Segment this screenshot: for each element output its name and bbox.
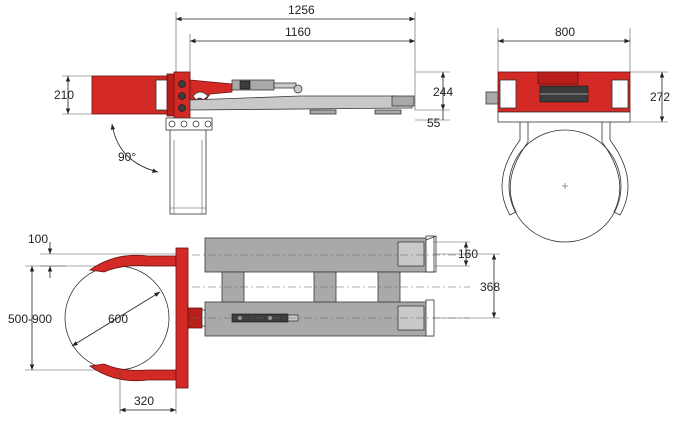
dim-500-900: 500-900 [8, 312, 52, 326]
fork-tip-upper [425, 235, 435, 273]
rotation-arc [110, 123, 159, 173]
front-view: 800 272 [485, 25, 670, 243]
carriage-base [497, 111, 631, 123]
rotated-bolt-2 [180, 120, 188, 128]
rotated-arm-head [165, 117, 213, 131]
dim-1160: 1160 [285, 25, 311, 39]
dim-90: 90° [118, 150, 136, 164]
fork-tip-block [391, 95, 415, 107]
cylinder-rod-side [273, 82, 297, 89]
dim-line-600 [71, 291, 161, 347]
clamp-arm-left-front [501, 122, 529, 216]
fork-foot-1 [309, 109, 337, 115]
carriage-top-block [537, 71, 579, 85]
rod-eye [293, 84, 303, 94]
clamp-arm-right-front [601, 122, 629, 216]
cylinder-side [231, 79, 275, 91]
cylinder-band [239, 80, 251, 90]
dim-600: 600 [108, 312, 128, 326]
rotated-bolt-4 [204, 120, 212, 128]
dim-100: 100 [28, 232, 48, 246]
bolt-2 [178, 92, 186, 100]
dim-368: 368 [480, 280, 500, 294]
dim-272: 272 [650, 90, 670, 104]
dim-800: 800 [555, 25, 575, 39]
cylinder-dot-2 [268, 316, 272, 320]
dim-55: 55 [427, 116, 441, 130]
rotated-bolt-1 [168, 120, 176, 128]
side-view: 1256 1160 210 24 [54, 3, 453, 215]
clamp-arm-bottom-plan [88, 363, 177, 382]
bolt-3 [178, 104, 186, 112]
dim-320: 320 [134, 394, 154, 408]
rotated-arm-outline [169, 127, 207, 215]
fork-pocket-upper [397, 241, 425, 267]
bolt-1 [178, 80, 186, 88]
plan-view: 100 500-900 600 320 [8, 232, 500, 414]
drum-circle-front [508, 129, 622, 243]
clamp-backplate-plan [175, 247, 189, 389]
dim-244: 244 [433, 85, 453, 99]
dim-210: 210 [54, 88, 74, 102]
carriage-left-pad [499, 79, 517, 109]
carriage-right-pad [611, 79, 629, 109]
rotated-bolt-3 [192, 120, 200, 128]
fork-foot-2 [374, 109, 402, 115]
fork-side [189, 95, 413, 111]
dim-1256: 1256 [288, 3, 315, 17]
clamp-arm-top-plan [88, 254, 177, 273]
hydraulic-fitting [485, 91, 499, 105]
